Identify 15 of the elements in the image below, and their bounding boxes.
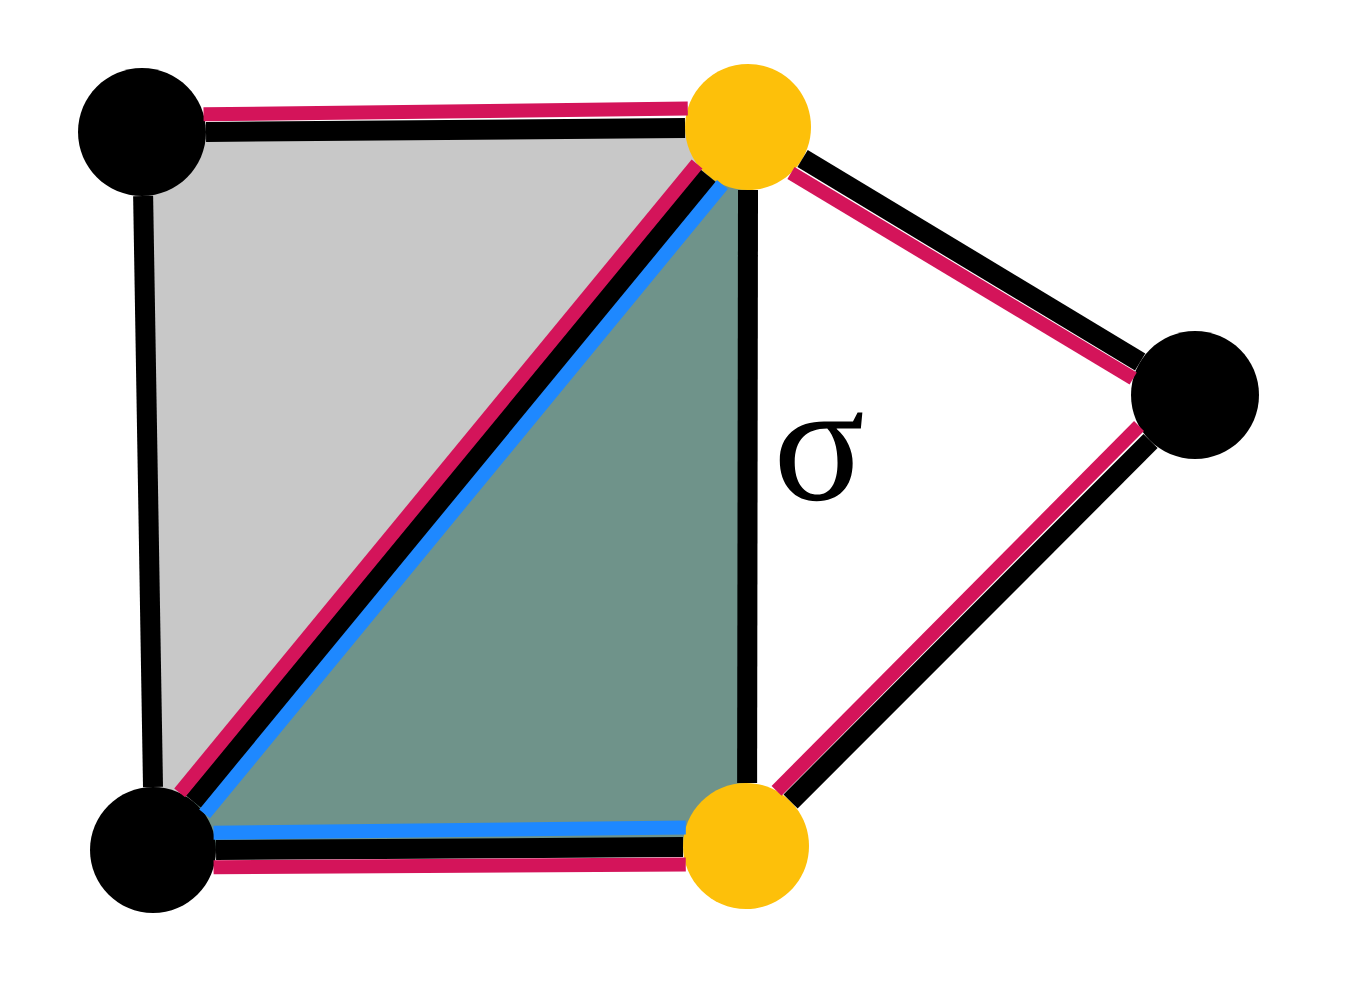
- vertex-dot: [683, 783, 809, 909]
- vertex-dot: [78, 68, 206, 196]
- vertex-dot: [90, 787, 216, 913]
- edge-label: σ: [779, 412, 863, 502]
- edge-line: [797, 149, 1146, 371]
- highlight-line: [787, 167, 1137, 385]
- highlight-line: [213, 857, 686, 875]
- edge-line: [133, 195, 163, 788]
- edge-line: [215, 837, 684, 860]
- highlight-line: [213, 820, 686, 840]
- highlight-line: [203, 101, 688, 122]
- vertex-dot: [1131, 331, 1259, 459]
- vertex-dot: [685, 64, 811, 190]
- edge-line: [205, 118, 686, 142]
- edge-line: [737, 190, 758, 784]
